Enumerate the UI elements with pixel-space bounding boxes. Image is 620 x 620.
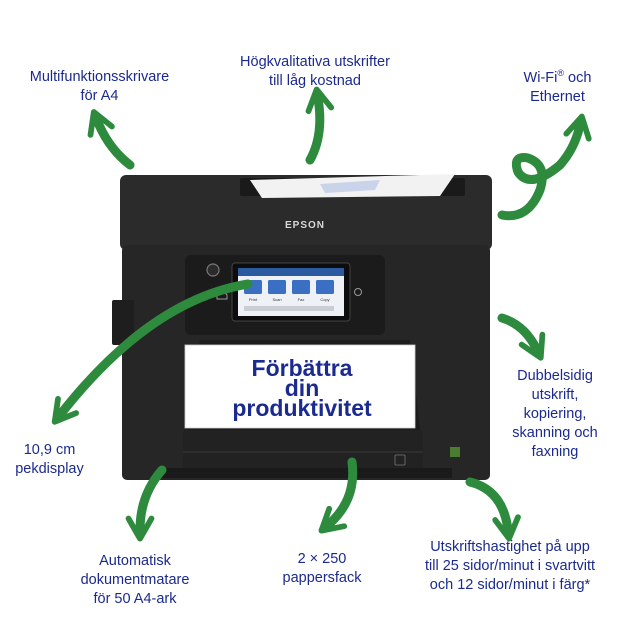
label-quality: Högkvalitativa utskrifter till låg kostn…	[240, 54, 390, 89]
label-adf: Automatisk dokumentmatare för 50 A4-ark	[80, 553, 190, 607]
arrow-display	[51, 279, 253, 425]
wifi-text: Wi-Fi	[523, 69, 558, 86]
output-paper	[184, 344, 416, 429]
label-wifi: Wi-Fi® och Ethernet	[505, 64, 610, 107]
screen-icon-label: Fax	[298, 297, 305, 302]
brand-logo: EPSON	[285, 220, 325, 231]
wifi-registered-mark: ®	[557, 68, 565, 78]
arrow-trays	[318, 457, 358, 534]
wifi-text-and: och	[564, 69, 592, 86]
screen-icon-label: Scan	[272, 297, 281, 302]
arrow-adf	[125, 465, 167, 542]
label-duplex: Dubbelsidig utskrift, kopiering, skannin…	[512, 368, 598, 460]
help-icon	[354, 288, 362, 296]
arrow-speed	[465, 477, 521, 542]
screen-icon-label: Copy	[320, 297, 329, 302]
paper-text-line-1: Förbättra	[252, 355, 353, 381]
paper-text-line-3: produktivitet	[232, 395, 372, 421]
screen-icon-label: Print	[249, 297, 258, 302]
arrow-wifi	[497, 113, 592, 221]
wifi-text-line2: Ethernet	[530, 88, 585, 105]
power-button	[206, 263, 220, 277]
paper-text-line-2: din	[285, 375, 320, 401]
arrow-duplex	[497, 313, 546, 361]
label-multifunction: Multifunktionsskrivare för A4	[29, 69, 170, 104]
arrow-quality	[305, 86, 335, 165]
label-display: 10,9 cm pekdisplay	[15, 442, 84, 477]
printer: EPSON Print Scan Fax Copy Förbättra din …	[112, 174, 492, 480]
label-speed: Utskriftshastighet på upp till 25 sidor/…	[424, 539, 596, 593]
arrow-multifunction	[87, 109, 135, 170]
label-trays: 2 × 250 pappersfack	[282, 551, 362, 586]
